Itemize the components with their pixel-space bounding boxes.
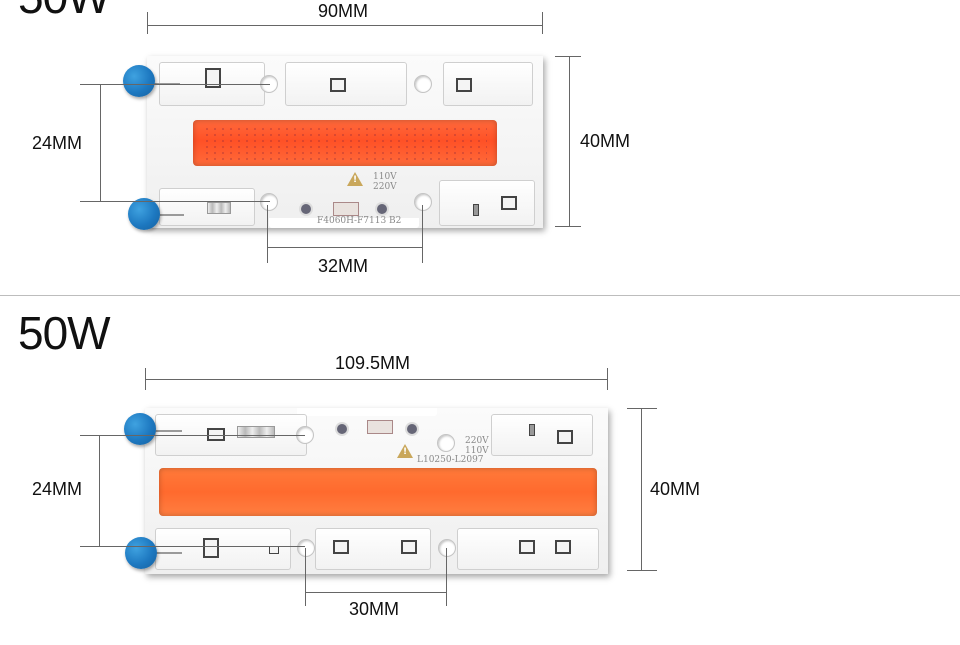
varistor-capacitor (124, 413, 156, 445)
smd-component (557, 430, 573, 444)
mounting-hole (260, 193, 278, 211)
height-dimension-tick (627, 408, 657, 409)
smd-component (401, 540, 417, 554)
height-dimension-line (569, 56, 570, 227)
pin-dimension-tick (80, 201, 270, 202)
width-dimension-label: 109.5MM (335, 353, 411, 373)
smd-component (333, 540, 349, 554)
board-marking: L10250-L2097 (417, 455, 484, 465)
height-dimension-line (641, 408, 642, 571)
section-title-bottom: 50W (18, 307, 111, 359)
voltage-marking: 220V (373, 182, 397, 192)
pin-dimension-line (99, 435, 100, 547)
solder-pad (439, 180, 535, 226)
varistor-capacitor (125, 537, 157, 569)
dimension-tick (147, 12, 148, 34)
varistor-lead (150, 430, 182, 432)
smd-component (269, 546, 279, 554)
mounting-hole (297, 539, 315, 557)
pin-dimension-line (100, 84, 101, 202)
hole-dimension-line (305, 592, 447, 593)
solder-pad (491, 414, 593, 456)
height-dimension-tick (627, 570, 657, 571)
smd-component (456, 78, 472, 92)
solder-pad (155, 528, 291, 570)
pin-dimension-tick (80, 546, 305, 547)
mounting-hole (414, 75, 432, 93)
warning-icon (347, 172, 363, 186)
width-dimension-label: 90MM (318, 1, 369, 21)
board-notch (297, 408, 437, 416)
driver-ic (367, 420, 393, 434)
resistor-component (207, 202, 231, 214)
diode-component (301, 204, 311, 214)
dimension-tick (542, 12, 543, 34)
voltage-marking: 110V (373, 172, 397, 182)
diode-component (337, 424, 347, 434)
pin-dimension-tick (80, 435, 305, 436)
width-dimension-line (145, 379, 608, 380)
hole-dimension-line (267, 247, 423, 248)
hole-dimension-tick (305, 548, 306, 606)
led-emitter-strip (159, 468, 597, 516)
hole-dimension-tick (267, 205, 268, 263)
smd-component (207, 428, 225, 441)
hole-spacing-label: 32MM (318, 256, 369, 276)
height-dimension-tick (555, 226, 581, 227)
led-cob-board: 220V 110V L10250-L2097 (145, 408, 608, 574)
diode-component (377, 204, 387, 214)
varistor-lead (152, 214, 184, 216)
height-dimension-label: 40MM (580, 131, 631, 151)
board-notch (269, 218, 419, 228)
hole-spacing-label: 30MM (349, 599, 400, 619)
mounting-hole (438, 539, 456, 557)
solder-pad (285, 62, 407, 106)
width-dimension-line (147, 25, 543, 26)
driver-ic (333, 202, 359, 216)
mounting-hole (437, 434, 455, 452)
height-dimension-tick (555, 56, 581, 57)
resistor-component (237, 426, 275, 438)
warning-icon (397, 444, 413, 458)
voltage-marking: 220V (465, 436, 489, 446)
smd-component (519, 540, 535, 554)
smd-component (203, 538, 219, 558)
hole-dimension-tick (446, 548, 447, 606)
smd-component (330, 78, 346, 92)
led-cob-board: 110V 220V F4060H-F7113 B2 (147, 56, 543, 228)
smd-component (529, 424, 535, 436)
solder-pad (457, 528, 599, 570)
smd-component (501, 196, 517, 210)
pin-dimension-tick (80, 84, 270, 85)
section-divider (0, 295, 960, 296)
smd-component (555, 540, 571, 554)
hole-dimension-tick (422, 205, 423, 263)
varistor-lead (150, 552, 182, 554)
smd-component (473, 204, 479, 216)
height-dimension-label: 40MM (650, 479, 701, 499)
pin-spacing-label: 24MM (32, 133, 83, 153)
voltage-marking: 110V (465, 446, 489, 456)
mounting-hole (414, 193, 432, 211)
smd-component (205, 68, 221, 88)
diode-component (407, 424, 417, 434)
varistor-capacitor (128, 198, 160, 230)
varistor-capacitor (123, 65, 155, 97)
section-title-top: 50W (18, 0, 111, 20)
led-emitter-strip (193, 120, 497, 166)
pin-spacing-label: 24MM (32, 479, 83, 499)
board-marking: F4060H-F7113 B2 (317, 216, 402, 226)
